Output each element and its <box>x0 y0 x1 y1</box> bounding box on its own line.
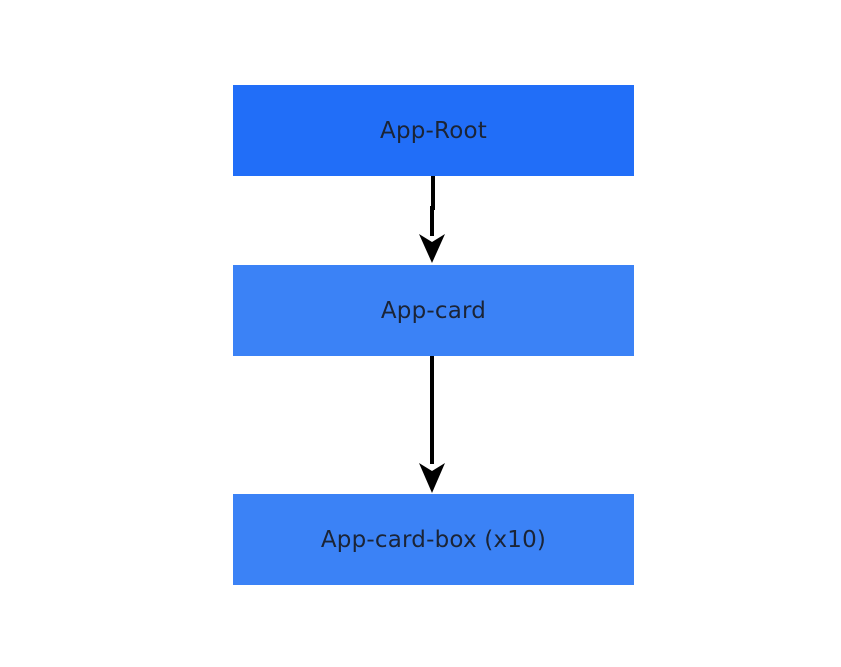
edge-card-to-box <box>419 356 445 493</box>
node-app-card: App-card <box>233 265 634 356</box>
node-label: App-Root <box>380 117 487 144</box>
node-label: App-card <box>380 297 487 324</box>
edge-root-to-card <box>419 176 445 263</box>
arrowhead-icon <box>419 234 445 263</box>
node-app-root: App-Root <box>233 85 634 176</box>
node-label: App-card-box (x10) <box>320 526 547 553</box>
arrowhead-icon <box>419 463 445 493</box>
node-app-card-box: App-card-box (x10) <box>233 494 634 585</box>
edge-line <box>430 176 435 236</box>
